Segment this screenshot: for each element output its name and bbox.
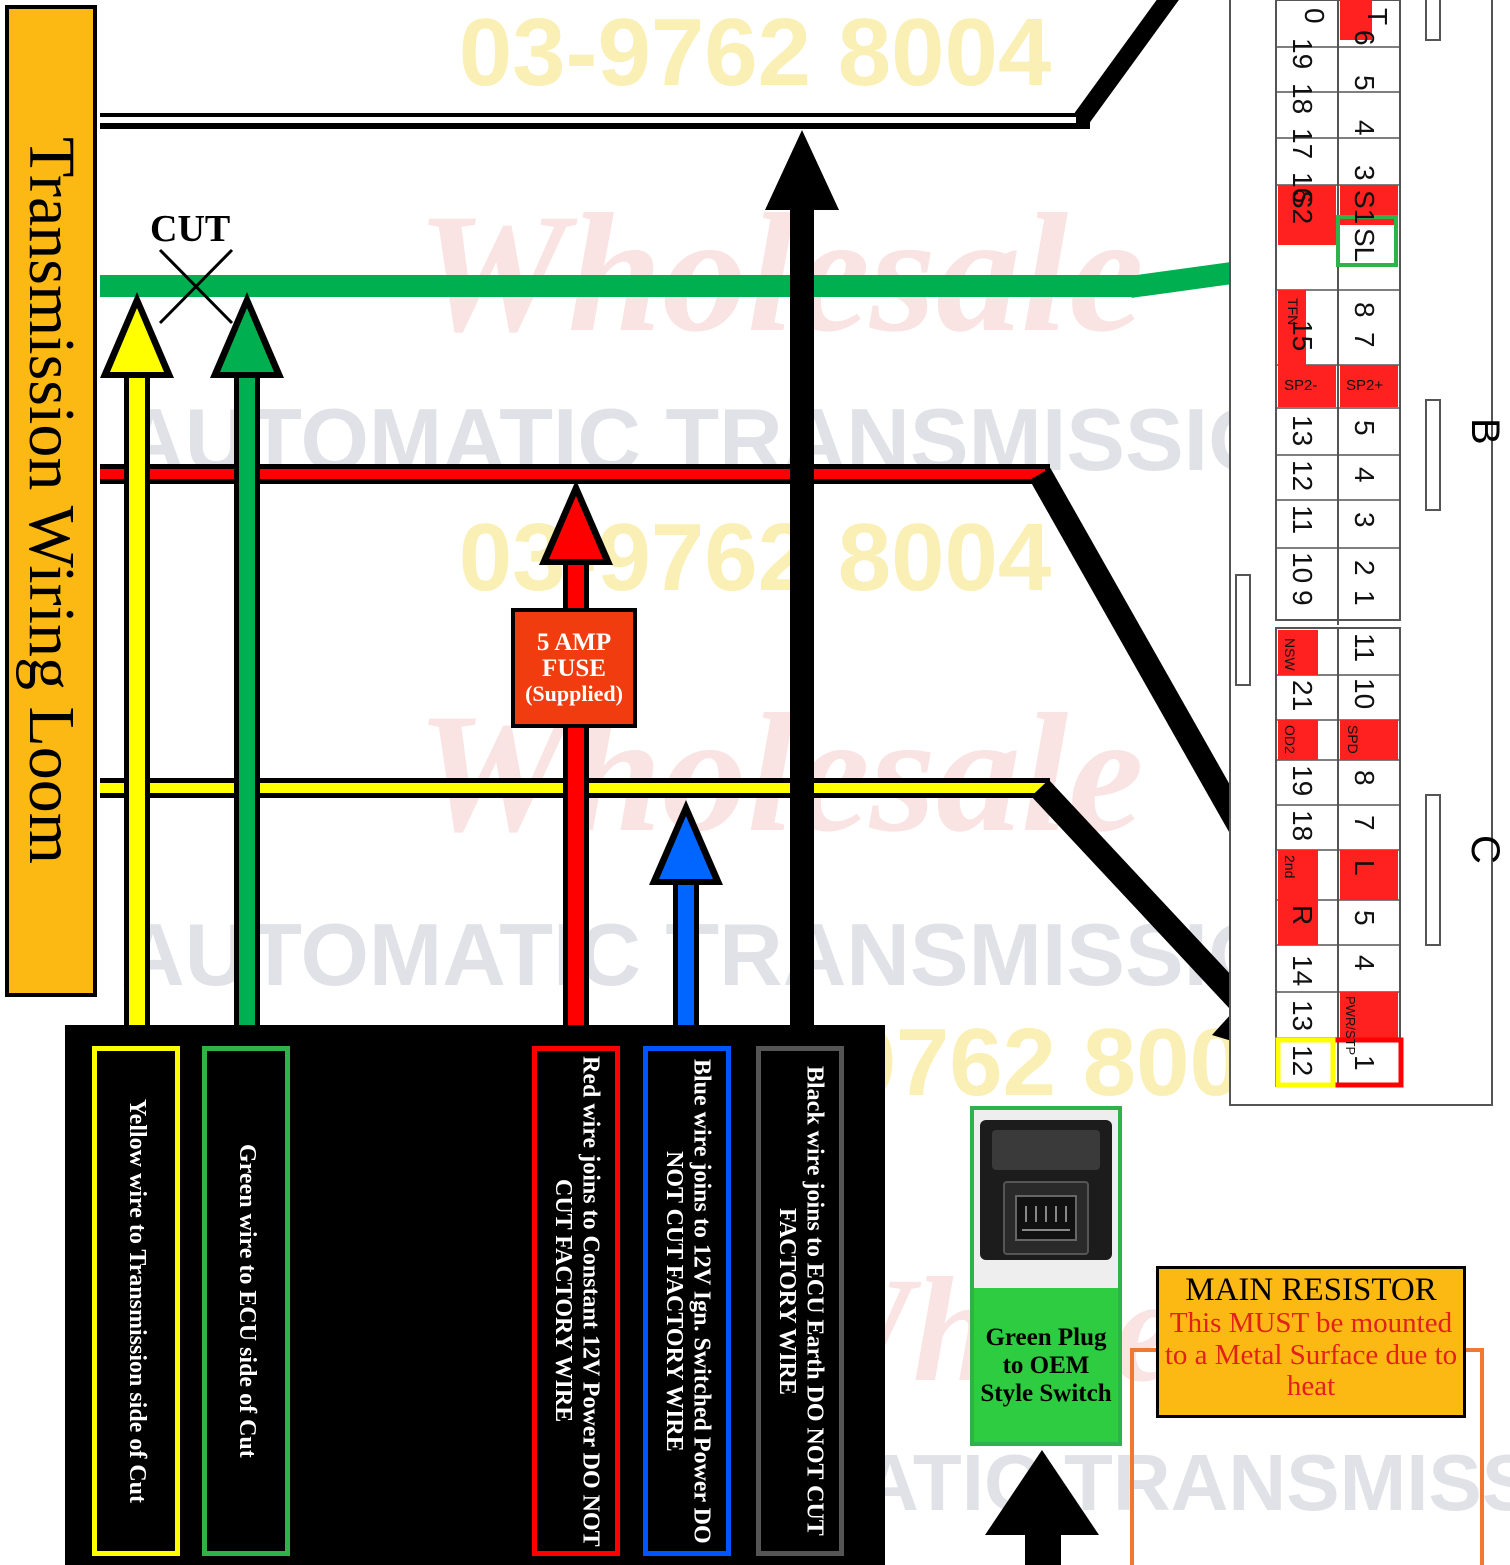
- svg-text:12: 12: [1287, 460, 1318, 491]
- resistor-note: This MUST be mounted to a Metal Surface …: [1164, 1306, 1458, 1403]
- oem-switch-photo: [974, 1110, 1118, 1288]
- pin-sp2-: [1278, 365, 1336, 407]
- svg-text:R: R: [1287, 905, 1318, 925]
- svg-text:7: 7: [1349, 332, 1380, 348]
- watermark-phone: 03-9762 8004: [459, 0, 1052, 106]
- svg-text:10: 10: [1287, 552, 1318, 583]
- yellow-lead: [100, 292, 174, 1025]
- svg-text:1: 1: [1349, 590, 1380, 606]
- svg-text:16: 16: [1287, 172, 1318, 203]
- pin-pwr-stp: [1340, 992, 1398, 1038]
- ecu-connector: [1229, 0, 1493, 1106]
- svg-text:19: 19: [1287, 765, 1318, 796]
- svg-text:5: 5: [1349, 420, 1380, 436]
- pin-spd: [1340, 720, 1398, 760]
- fuse-line2: FUSE: [542, 654, 606, 682]
- watermark-brand: Wholesale: [416, 179, 1143, 367]
- connector-pin-labels: T 0 6 19 5 18 4 17 3 16 S1 S2 SL TFN 8 1…: [1282, 8, 1393, 1076]
- pin-sl-highlight: [1336, 215, 1398, 267]
- cut-label: CUT: [150, 208, 231, 250]
- svg-text:19: 19: [1287, 38, 1318, 69]
- svg-text:14: 14: [1287, 955, 1318, 986]
- blue-lead: [649, 800, 723, 1025]
- connector-letter-b: B: [1463, 418, 1507, 445]
- svg-text:T: T: [1362, 8, 1393, 25]
- pin-l: [1340, 850, 1398, 900]
- black-wire-instruction: Black wire joins to ECU Earth DO NOT CUT…: [756, 1046, 844, 1556]
- connector-letter-c: C: [1463, 835, 1507, 864]
- svg-text:13: 13: [1287, 1000, 1318, 1031]
- plug-arrow: [985, 1450, 1099, 1565]
- fuse-line1: 5 AMP: [536, 628, 612, 656]
- svg-text:1: 1: [1349, 1055, 1380, 1071]
- svg-text:OD2: OD2: [1282, 725, 1298, 754]
- svg-text:7: 7: [1349, 815, 1380, 831]
- black-wire: [100, 0, 1179, 129]
- pin-od2: [1278, 720, 1318, 760]
- svg-text:3: 3: [1349, 512, 1380, 528]
- green-wire-instruction: Green wire to ECU side of Cut: [202, 1046, 290, 1556]
- green-plug-label: Green Plug to OEM Style Switch: [980, 1324, 1112, 1407]
- fuse-box: 5 AMP FUSE (Supplied): [511, 608, 637, 728]
- svg-text:11: 11: [1287, 505, 1318, 534]
- blue-wire-instruction: Blue wire joins to 12V Ign. Switched Pow…: [643, 1046, 731, 1556]
- pin-s2: [1278, 185, 1336, 245]
- main-resistor-box: MAIN RESISTOR This MUST be mounted to a …: [1156, 1266, 1466, 1418]
- svg-text:S1: S1: [1349, 190, 1380, 224]
- svg-text:18: 18: [1287, 83, 1318, 114]
- svg-text:18: 18: [1287, 810, 1318, 841]
- pin-tfn: [1278, 290, 1306, 365]
- svg-text:9: 9: [1287, 590, 1318, 606]
- svg-text:2nd: 2nd: [1282, 855, 1298, 878]
- svg-text:SP2-: SP2-: [1284, 377, 1317, 394]
- svg-text:13: 13: [1287, 415, 1318, 446]
- svg-text:11: 11: [1349, 633, 1380, 662]
- pin-nsw: [1278, 630, 1318, 675]
- svg-text:10: 10: [1349, 678, 1380, 709]
- svg-text:SPD: SPD: [1345, 725, 1361, 754]
- svg-text:5: 5: [1349, 75, 1380, 91]
- svg-text:4: 4: [1349, 467, 1380, 483]
- green-plug-box: Green Plug to OEM Style Switch: [970, 1106, 1122, 1446]
- black-lead: [765, 130, 839, 1025]
- yellow-wire-instruction: Yellow wire to Transmission side of Cut: [92, 1046, 180, 1556]
- svg-text:17: 17: [1287, 128, 1318, 159]
- pin-2nd: [1278, 850, 1318, 900]
- green-lead: [210, 292, 284, 1025]
- red-wire-instruction: Red wire joins to Constant 12V Power DO …: [532, 1046, 620, 1556]
- svg-text:NSW: NSW: [1282, 638, 1298, 671]
- svg-text:2: 2: [1349, 560, 1380, 576]
- resistor-title: MAIN RESISTOR: [1185, 1272, 1437, 1308]
- svg-text:S2: S2: [1287, 190, 1318, 224]
- svg-text:8: 8: [1349, 770, 1380, 786]
- svg-text:SL: SL: [1349, 228, 1380, 262]
- svg-text:21: 21: [1287, 680, 1318, 711]
- svg-text:TFN: TFN: [1285, 298, 1301, 325]
- transmission-wiring-loom-label: Transmission Wiring Loom: [5, 5, 97, 997]
- svg-text:8: 8: [1349, 302, 1380, 318]
- svg-text:4: 4: [1349, 120, 1380, 136]
- svg-text:PWR/STP: PWR/STP: [1343, 996, 1358, 1055]
- svg-text:0: 0: [1299, 8, 1330, 24]
- svg-text:L: L: [1349, 860, 1380, 876]
- svg-text:5: 5: [1349, 910, 1380, 926]
- harness-panel: [65, 1025, 885, 1565]
- pin-sp2+: [1340, 365, 1398, 407]
- svg-text:SP2+: SP2+: [1346, 377, 1383, 394]
- svg-text:12: 12: [1287, 1045, 1318, 1076]
- pin-r: [1278, 900, 1318, 945]
- svg-text:4: 4: [1349, 955, 1380, 971]
- svg-text:3: 3: [1349, 165, 1380, 181]
- svg-text:6: 6: [1349, 30, 1380, 46]
- svg-text:15: 15: [1287, 320, 1318, 351]
- fuse-line3: (Supplied): [525, 681, 623, 707]
- pin-t: [1340, 0, 1372, 40]
- cut-mark: [158, 248, 234, 325]
- pin-12-highlight: [1275, 1037, 1336, 1088]
